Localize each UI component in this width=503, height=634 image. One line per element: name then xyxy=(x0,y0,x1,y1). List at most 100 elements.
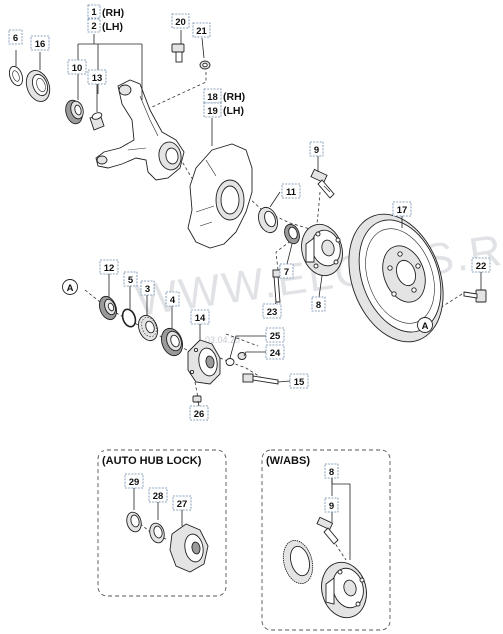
svg-text:3: 3 xyxy=(145,284,150,295)
svg-text:11: 11 xyxy=(286,187,297,198)
callout-25: 25 xyxy=(265,327,285,343)
part-steering-knuckle-1-2 xyxy=(95,79,185,181)
svg-text:23: 23 xyxy=(267,307,278,318)
svg-text:A: A xyxy=(67,283,74,294)
callout-28: 28 xyxy=(148,487,168,503)
svg-text:16: 16 xyxy=(35,39,46,50)
part-bolt-23 xyxy=(272,269,282,303)
svg-text:27: 27 xyxy=(177,499,188,510)
part-washer-6 xyxy=(8,65,24,87)
w-abs-title: (W/ABS) xyxy=(266,455,310,467)
svg-text:9: 9 xyxy=(329,501,334,512)
callout-3: 3 xyxy=(140,280,155,296)
part-bolt-15 xyxy=(242,373,279,385)
part-hub-bolt-9 xyxy=(310,168,335,199)
part-oil-seal-11 xyxy=(257,206,279,234)
auto-hub-lock-title: (AUTO HUB LOCK) xyxy=(102,455,202,467)
svg-text:24: 24 xyxy=(270,348,281,359)
callout-2: 2 xyxy=(87,18,101,33)
callout-9: 9 xyxy=(309,141,324,157)
part-hub-cap-14 xyxy=(187,339,221,385)
callout-21: 21 xyxy=(192,22,211,38)
ref-marker-a-right: A xyxy=(417,317,433,333)
callout-18: 18 xyxy=(203,88,222,104)
callout-24: 24 xyxy=(265,344,285,360)
callout-20: 20 xyxy=(171,13,190,29)
svg-text:15: 15 xyxy=(294,377,305,388)
inset-w-abs: (W/ABS) 8 9 xyxy=(261,449,391,631)
ref-marker-a-left: A xyxy=(62,279,78,295)
part-oil-seal-12 xyxy=(98,295,118,321)
callout-10: 10 xyxy=(67,59,87,75)
part-abs-tone-ring xyxy=(282,539,314,585)
part-bushing-13 xyxy=(89,112,105,131)
svg-text:A: A xyxy=(422,321,429,332)
svg-text:12: 12 xyxy=(104,263,115,274)
part-hub-bolt-9-abs xyxy=(316,516,339,545)
part-ring-7 xyxy=(284,223,300,245)
svg-text:20: 20 xyxy=(175,17,186,28)
part-nut-24 xyxy=(237,352,247,360)
callout-29: 29 xyxy=(124,473,144,489)
callout-23: 23 xyxy=(262,303,282,319)
part-dust-shield-18-19 xyxy=(187,143,253,249)
svg-text:13: 13 xyxy=(92,73,103,84)
svg-text:28: 28 xyxy=(153,491,164,502)
svg-text:19: 19 xyxy=(207,106,218,117)
callout-15: 15 xyxy=(289,373,309,389)
svg-text:18: 18 xyxy=(207,92,218,103)
callout-8: 8 xyxy=(311,296,326,312)
svg-text:8: 8 xyxy=(316,300,321,311)
part-brake-disc-17 xyxy=(348,213,444,343)
part-bearing-10 xyxy=(65,99,84,125)
svg-text:7: 7 xyxy=(284,267,289,278)
callout-19: 19 xyxy=(203,102,222,118)
part-washer-25 xyxy=(225,358,235,366)
label-rh-18: (RH) xyxy=(223,91,245,103)
part-ring-28 xyxy=(149,522,165,544)
callout-14: 14 xyxy=(190,309,210,325)
svg-text:25: 25 xyxy=(270,331,281,342)
callout-17: 17 xyxy=(392,201,412,217)
leader-lines xyxy=(15,30,482,526)
callout-12: 12 xyxy=(99,259,119,275)
part-bearing-4 xyxy=(161,327,183,357)
callout-22: 22 xyxy=(471,257,491,273)
part-nut-21 xyxy=(199,60,211,70)
svg-text:1: 1 xyxy=(91,7,97,18)
callout-27: 27 xyxy=(172,495,192,511)
part-bolt-20 xyxy=(171,43,185,63)
svg-text:10: 10 xyxy=(72,63,83,74)
callout-13: 13 xyxy=(87,69,107,85)
svg-text:26: 26 xyxy=(194,409,205,420)
part-wheel-hub-8 xyxy=(301,223,343,277)
part-screw-26 xyxy=(192,395,202,403)
svg-text:9: 9 xyxy=(314,145,319,156)
watermark-date: 03.04.20 xyxy=(205,335,240,345)
callout-1: 1 xyxy=(87,4,101,19)
label-lh-19: (LH) xyxy=(223,105,244,117)
inset-auto-hub-lock: (AUTO HUB LOCK) 29 28 27 xyxy=(97,449,227,597)
part-snap-ring-5 xyxy=(121,308,137,328)
callout-11: 11 xyxy=(281,183,301,199)
svg-text:17: 17 xyxy=(397,205,408,216)
callout-16: 16 xyxy=(30,35,50,51)
label-rh-1: (RH) xyxy=(102,7,124,19)
part-ring-29 xyxy=(126,511,142,533)
callout-4: 4 xyxy=(165,291,180,307)
callout-5: 5 xyxy=(123,271,138,287)
svg-text:8: 8 xyxy=(329,467,334,478)
svg-text:22: 22 xyxy=(476,261,487,272)
svg-text:14: 14 xyxy=(195,313,206,324)
callout-7: 7 xyxy=(279,263,294,279)
part-wheel-hub-8-abs xyxy=(321,561,367,619)
part-bolt-22 xyxy=(463,289,487,303)
svg-text:29: 29 xyxy=(129,477,140,488)
callout-26: 26 xyxy=(189,405,209,421)
svg-text:2: 2 xyxy=(91,21,96,32)
callout-9-abs: 9 xyxy=(324,497,339,513)
part-hub-lock-27 xyxy=(169,523,209,573)
svg-text:4: 4 xyxy=(170,295,176,306)
part-oil-seal-16 xyxy=(25,70,51,102)
